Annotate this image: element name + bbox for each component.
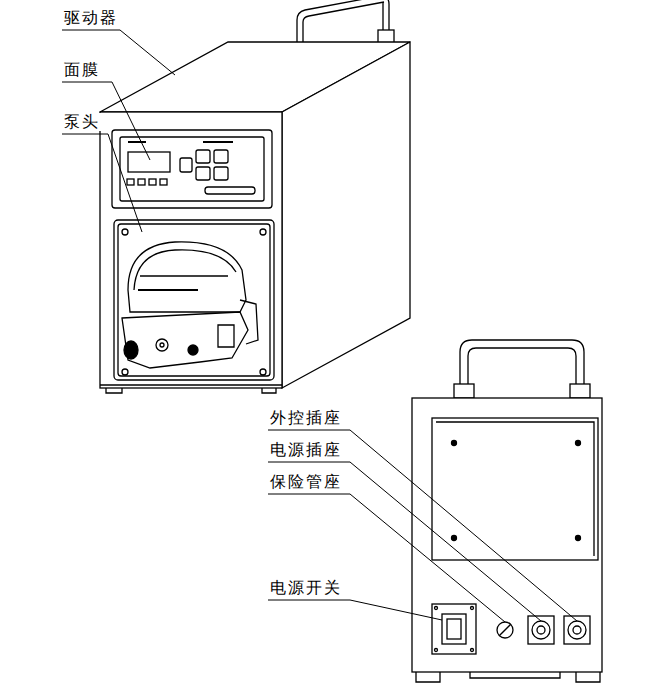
pump-head <box>114 220 274 380</box>
leader-lines <box>62 30 577 622</box>
control-panel <box>112 130 272 208</box>
fuse-holder <box>497 622 513 638</box>
part-label: 泵头 <box>63 113 101 131</box>
drive-cabinet <box>100 42 410 393</box>
power-switch <box>432 604 476 654</box>
part-label: 电源插座 <box>269 441 343 459</box>
part-label: 保险管座 <box>269 473 343 491</box>
power-socket <box>528 616 554 644</box>
part-label: 驱动器 <box>63 9 119 27</box>
part-label: 外控插座 <box>269 409 343 427</box>
part-label: 电源开关 <box>269 579 343 597</box>
part-label: 面膜 <box>63 61 101 79</box>
control-socket <box>564 616 590 644</box>
rear-view <box>412 340 602 682</box>
